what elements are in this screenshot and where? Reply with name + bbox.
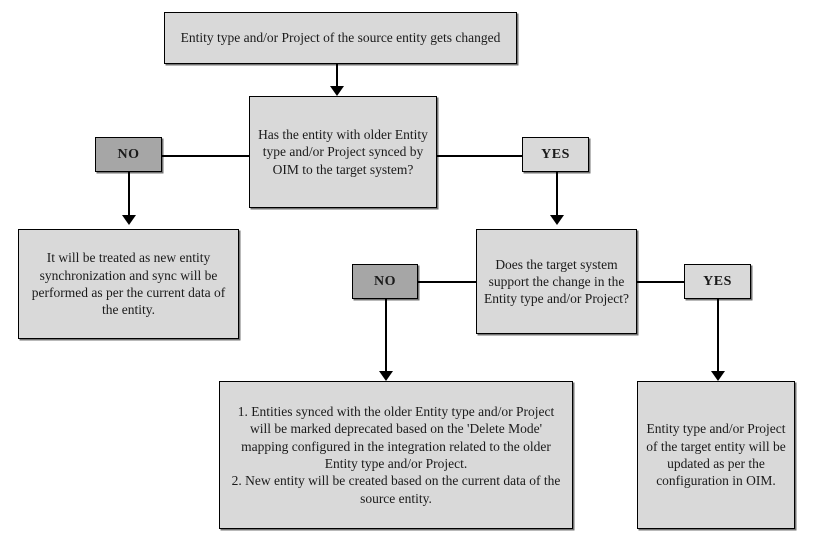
edge-label-decision-1-yes[interactable]: YES xyxy=(522,137,589,172)
arrowhead-start-to-decision-1 xyxy=(330,86,344,96)
arrowhead-yes-2-to-outcome-update xyxy=(711,371,725,381)
edge-label-decision-1-yes-text: YES xyxy=(541,146,570,162)
edge-label-decision-2-yes-text: YES xyxy=(703,273,732,289)
edge-yes-2-to-outcome-update xyxy=(717,299,719,375)
node-decision-2[interactable]: Does the target system support the chang… xyxy=(476,229,637,334)
node-outcome-new-sync-label: It will be treated as new entity synchro… xyxy=(31,250,226,318)
edge-start-to-decision-1 xyxy=(336,64,338,88)
edge-decision-1-to-no xyxy=(162,155,250,157)
edge-label-decision-1-no-text: NO xyxy=(117,146,140,162)
node-decision-1[interactable]: Has the entity with older Entity type an… xyxy=(249,96,437,208)
edge-label-decision-1-no[interactable]: NO xyxy=(95,137,162,172)
arrowhead-no-2-to-outcome-deprecate xyxy=(379,371,393,381)
edge-no-1-to-outcome-new-sync xyxy=(128,172,130,219)
edge-no-2-to-outcome-deprecate xyxy=(385,299,387,375)
arrowhead-yes-1-to-decision-2 xyxy=(550,215,564,225)
edge-label-decision-2-no-text: NO xyxy=(374,273,396,289)
node-decision-1-label: Has the entity with older Entity type an… xyxy=(258,127,428,177)
edge-yes-1-to-decision-2 xyxy=(556,172,558,219)
node-outcome-update-target[interactable]: Entity type and/or Project of the target… xyxy=(637,381,795,529)
edge-decision-1-to-yes xyxy=(437,155,522,157)
arrowhead-no-1-to-outcome-new-sync xyxy=(122,215,136,225)
edge-decision-2-to-no xyxy=(417,281,476,283)
node-outcome-update-target-label: Entity type and/or Project of the target… xyxy=(646,421,786,489)
node-decision-2-label: Does the target system support the chang… xyxy=(483,256,630,307)
node-start-label: Entity type and/or Project of the source… xyxy=(180,30,501,46)
node-outcome-new-sync[interactable]: It will be treated as new entity synchro… xyxy=(18,229,239,339)
node-outcome-deprecate-and-recreate-label: 1. Entities synced with the older Entity… xyxy=(231,404,561,506)
node-start[interactable]: Entity type and/or Project of the source… xyxy=(164,12,517,64)
edge-decision-2-to-yes xyxy=(637,281,685,283)
node-outcome-deprecate-and-recreate[interactable]: 1. Entities synced with the older Entity… xyxy=(219,381,573,529)
edge-label-decision-2-yes[interactable]: YES xyxy=(684,264,751,299)
edge-label-decision-2-no[interactable]: NO xyxy=(352,264,418,299)
